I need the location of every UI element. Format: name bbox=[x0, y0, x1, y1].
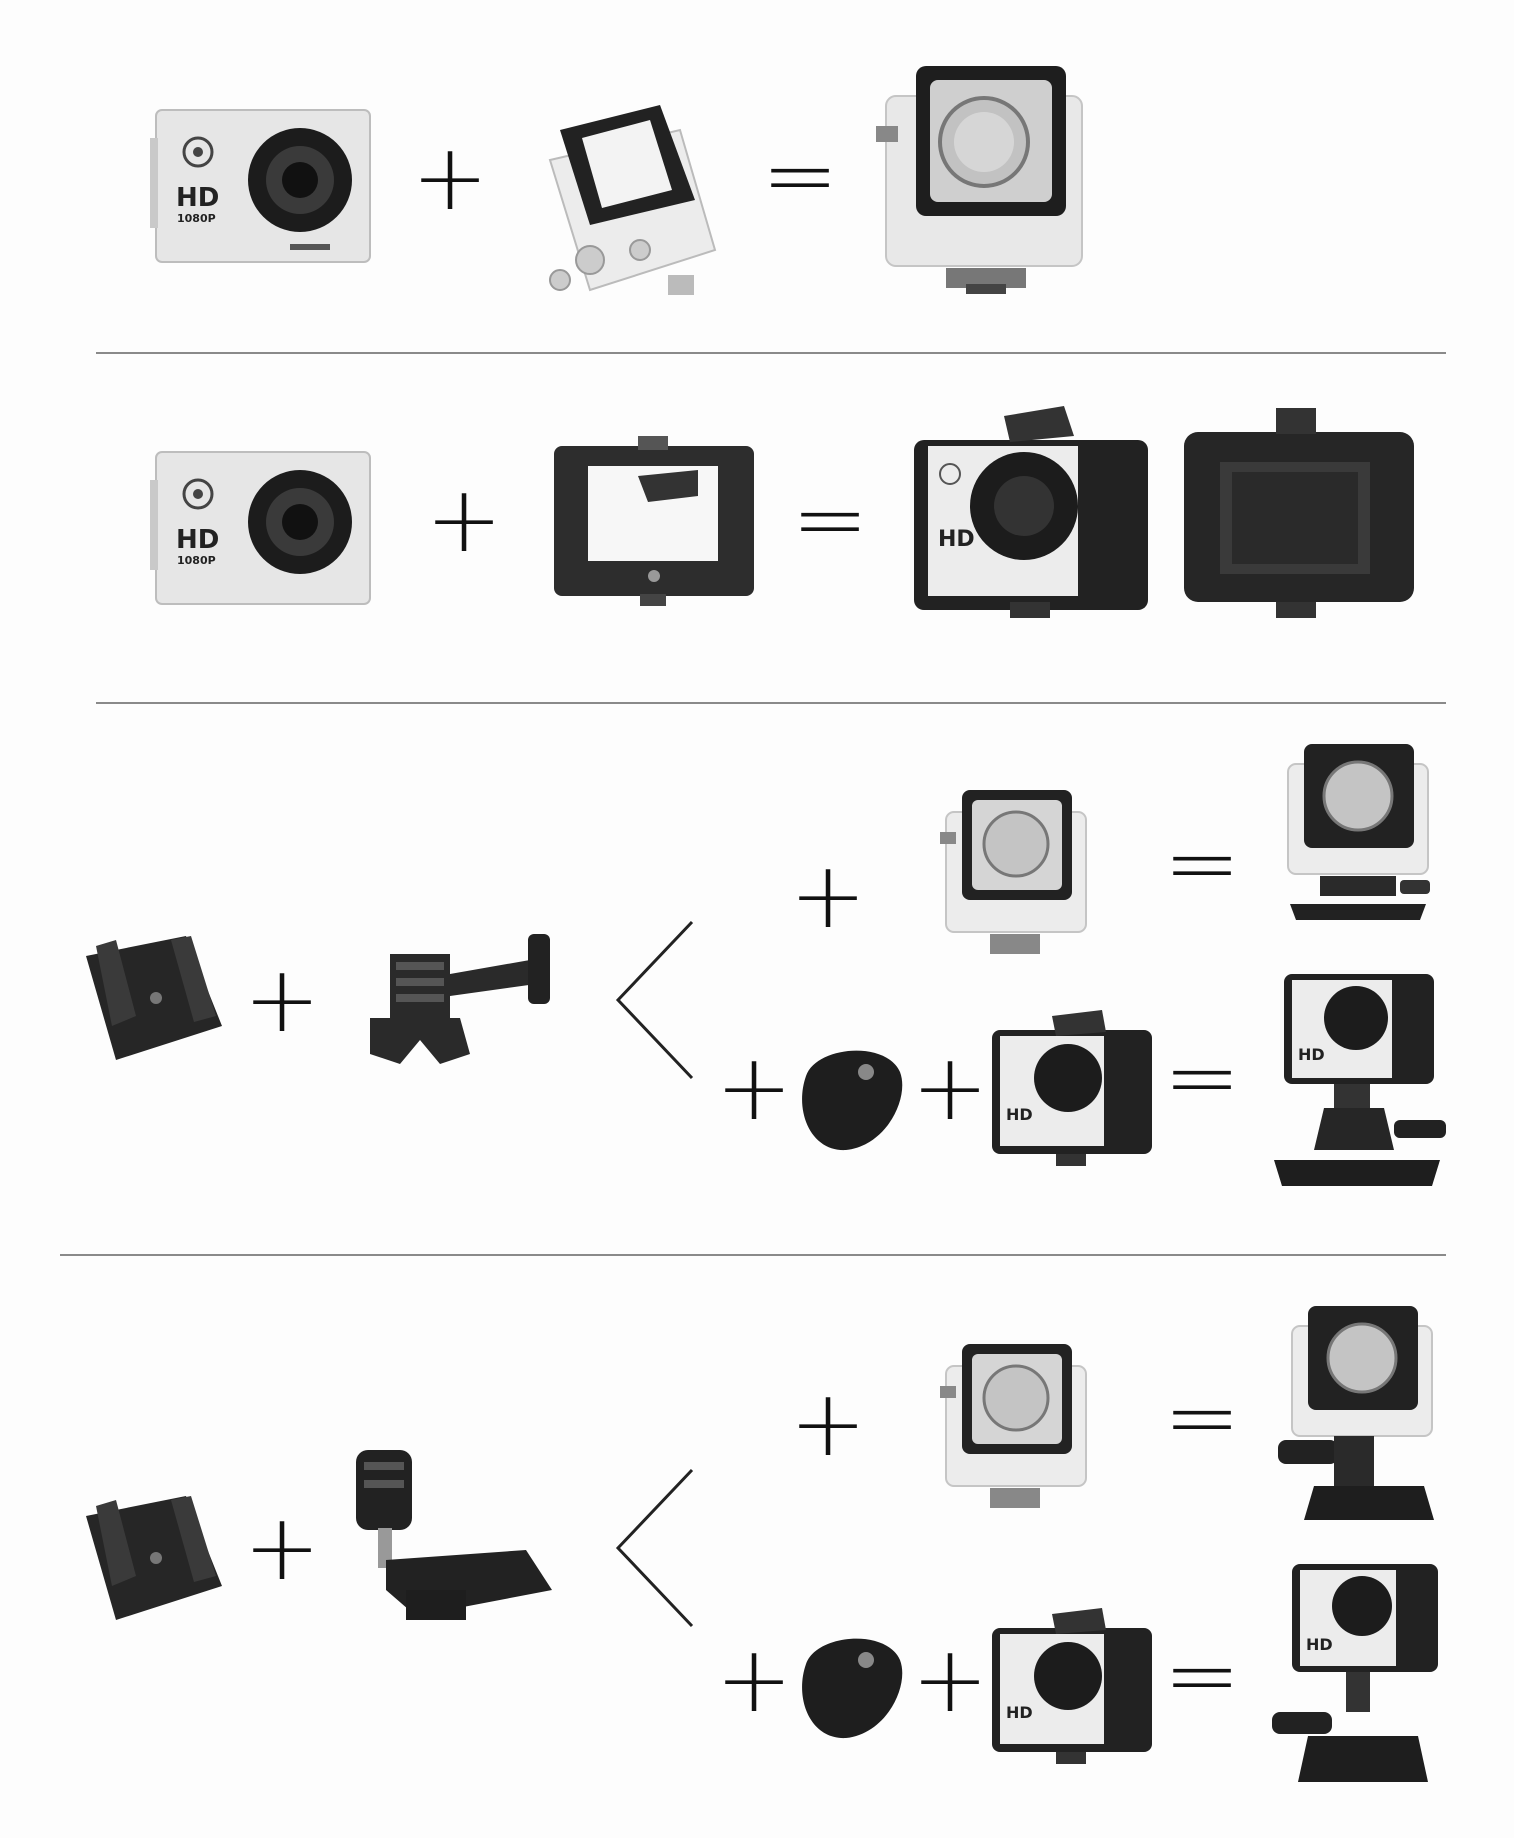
mounted-waterproof-camera bbox=[1274, 1300, 1444, 1526]
waterproof-case-icon bbox=[940, 1336, 1090, 1514]
hd-label: HD bbox=[1006, 1703, 1033, 1722]
plus-sign: + bbox=[243, 1494, 321, 1601]
hd-label: HD bbox=[1006, 1105, 1033, 1124]
section-divider bbox=[60, 1254, 1446, 1256]
tripod-adapter-icon bbox=[786, 1624, 912, 1742]
framed-camera-front: HD bbox=[992, 1608, 1152, 1764]
assembled-waterproof-camera bbox=[876, 56, 1092, 296]
equals-sign: = bbox=[1163, 1622, 1241, 1729]
waterproof-case-icon bbox=[940, 782, 1090, 960]
equals-sign: = bbox=[1163, 810, 1241, 917]
hd-label: HD bbox=[938, 527, 975, 552]
plus-sign: + bbox=[911, 1626, 989, 1733]
plus-sign: + bbox=[715, 1626, 793, 1733]
tripod-adapter-icon bbox=[786, 1036, 912, 1154]
section-divider bbox=[96, 352, 1446, 354]
flat-adhesive-mount-icon bbox=[76, 926, 226, 1070]
hd-label: HD bbox=[176, 525, 219, 555]
plus-sign: + bbox=[789, 842, 867, 949]
equals-sign: = bbox=[791, 466, 869, 573]
hd-label: HD bbox=[176, 183, 219, 213]
plus-sign: + bbox=[411, 124, 489, 231]
hd-label: HD bbox=[1298, 1045, 1325, 1064]
j-hook-mount-icon bbox=[346, 1440, 560, 1636]
resolution-label: 1080P bbox=[177, 212, 216, 225]
plus-sign: + bbox=[715, 1034, 793, 1141]
hd-label: HD bbox=[1306, 1635, 1333, 1654]
equals-sign: = bbox=[1163, 1364, 1241, 1471]
plus-sign: + bbox=[243, 946, 321, 1053]
mounted-waterproof-camera bbox=[1280, 740, 1436, 924]
equals-sign: = bbox=[1163, 1024, 1241, 1131]
plus-sign: + bbox=[425, 466, 503, 573]
equals-sign: = bbox=[761, 122, 839, 229]
section-divider bbox=[96, 702, 1446, 704]
plus-sign: + bbox=[911, 1034, 989, 1141]
branch-bracket bbox=[614, 920, 694, 1080]
mounted-framed-camera: HD bbox=[1268, 1550, 1448, 1790]
frame-housing-icon bbox=[548, 436, 760, 606]
flat-adhesive-mount-icon bbox=[76, 1486, 226, 1630]
mounted-framed-camera: HD bbox=[1264, 960, 1450, 1192]
action-camera-icon: HD 1080P bbox=[150, 450, 376, 608]
framed-camera-back bbox=[1180, 402, 1420, 622]
framed-camera-front: HD bbox=[992, 1010, 1152, 1166]
waterproof-case-icon bbox=[520, 100, 728, 310]
action-camera-icon: HD 1080P bbox=[150, 108, 376, 266]
plus-sign: + bbox=[789, 1370, 867, 1477]
framed-camera-front: HD bbox=[914, 406, 1148, 620]
branch-bracket bbox=[614, 1468, 694, 1628]
resolution-label: 1080P bbox=[177, 554, 216, 567]
pivot-arm-icon bbox=[360, 924, 556, 1074]
